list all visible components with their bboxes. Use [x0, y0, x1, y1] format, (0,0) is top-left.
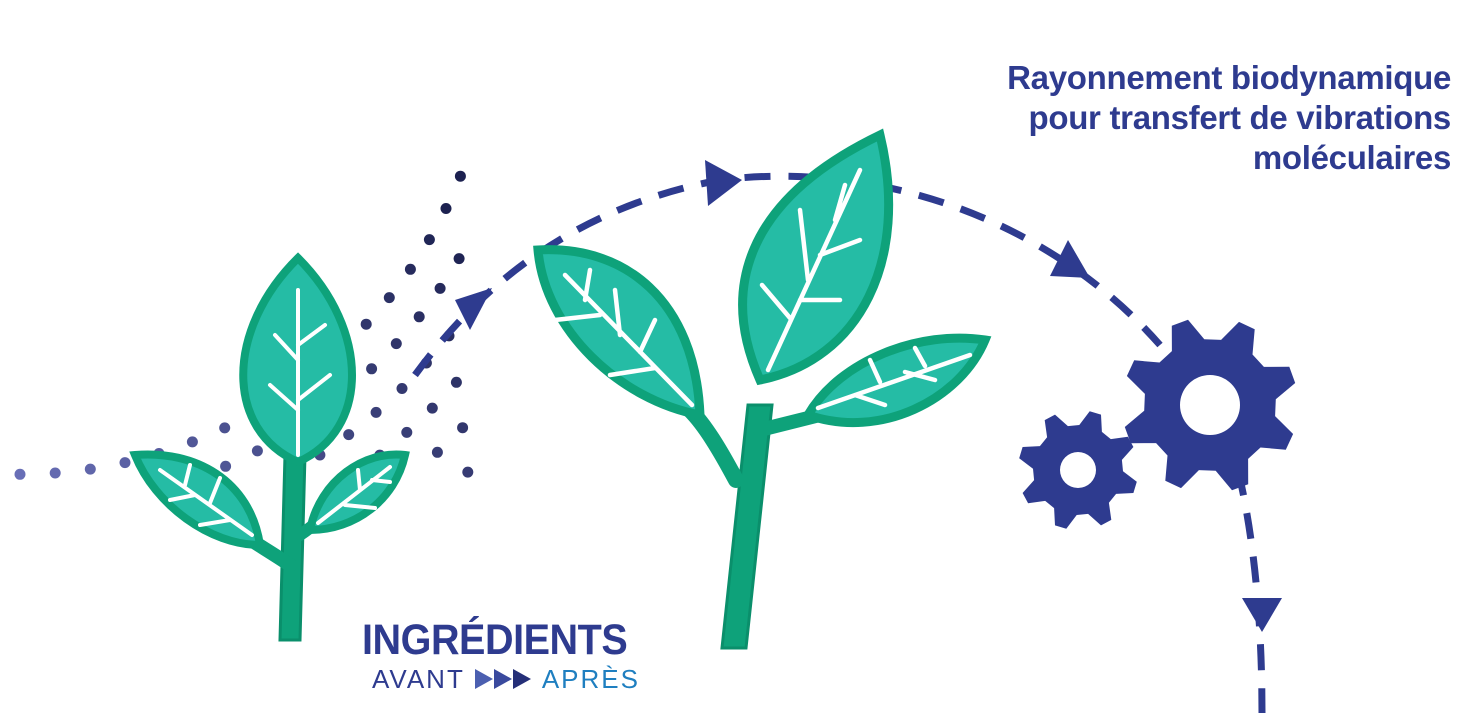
- arrowhead-4: [1242, 598, 1282, 632]
- ingredients-label: INGRÉDIENTS AVANT APRÈS: [362, 618, 652, 694]
- radiation-dot: [396, 383, 408, 394]
- before-label: AVANT: [372, 664, 465, 694]
- dashed-arc-arrow: [412, 160, 1282, 713]
- caption-line-1: Rayonnement biodynamique: [1007, 59, 1451, 96]
- radiation-dot: [14, 468, 26, 480]
- radiation-dot: [186, 436, 198, 448]
- radiation-dot: [366, 363, 378, 375]
- radiation-dot: [251, 445, 263, 457]
- radiation-dot: [426, 402, 438, 414]
- caption-line-2: pour transfert de vibrations: [1028, 99, 1451, 136]
- large-plant-icon: [533, 128, 992, 650]
- radiation-dot: [454, 170, 466, 182]
- radiation-dot: [453, 253, 465, 265]
- before-after-row: AVANT APRÈS: [372, 664, 652, 694]
- radiation-dot: [383, 292, 395, 304]
- radiation-dot: [462, 466, 474, 478]
- arrowhead-2: [705, 160, 742, 206]
- large-gear-icon: [1124, 319, 1296, 491]
- radiation-dot: [343, 429, 355, 441]
- radiation-dot: [220, 460, 232, 472]
- radiation-dot: [401, 426, 413, 438]
- caption-text: Rayonnement biodynamique pour transfert …: [891, 58, 1451, 178]
- radiation-dot: [450, 376, 462, 388]
- arrowhead-1: [455, 288, 492, 330]
- radiation-dot: [370, 406, 382, 418]
- radiation-dot: [219, 422, 231, 434]
- radiation-dot: [423, 234, 435, 246]
- radiation-dot: [440, 203, 452, 214]
- radiation-dot: [49, 467, 61, 479]
- ingredients-heading: INGRÉDIENTS: [362, 616, 628, 664]
- radiation-dot: [404, 263, 416, 275]
- triple-arrow-icon: [474, 669, 532, 689]
- radiation-dot: [360, 318, 372, 330]
- radiation-dot: [413, 311, 425, 323]
- radiation-dot: [434, 282, 446, 294]
- small-gear-icon: [1019, 411, 1137, 529]
- arrowhead-3: [1050, 240, 1090, 278]
- small-plant-icon: [129, 252, 410, 642]
- radiation-dot: [119, 457, 131, 469]
- caption-line-3: moléculaires: [1252, 139, 1451, 176]
- radiation-dot: [457, 422, 469, 434]
- radiation-dot: [390, 338, 402, 350]
- after-label: APRÈS: [541, 664, 640, 694]
- radiation-dot: [84, 463, 96, 475]
- radiation-dot: [431, 446, 443, 458]
- dotted-radiation-pattern: [14, 170, 476, 480]
